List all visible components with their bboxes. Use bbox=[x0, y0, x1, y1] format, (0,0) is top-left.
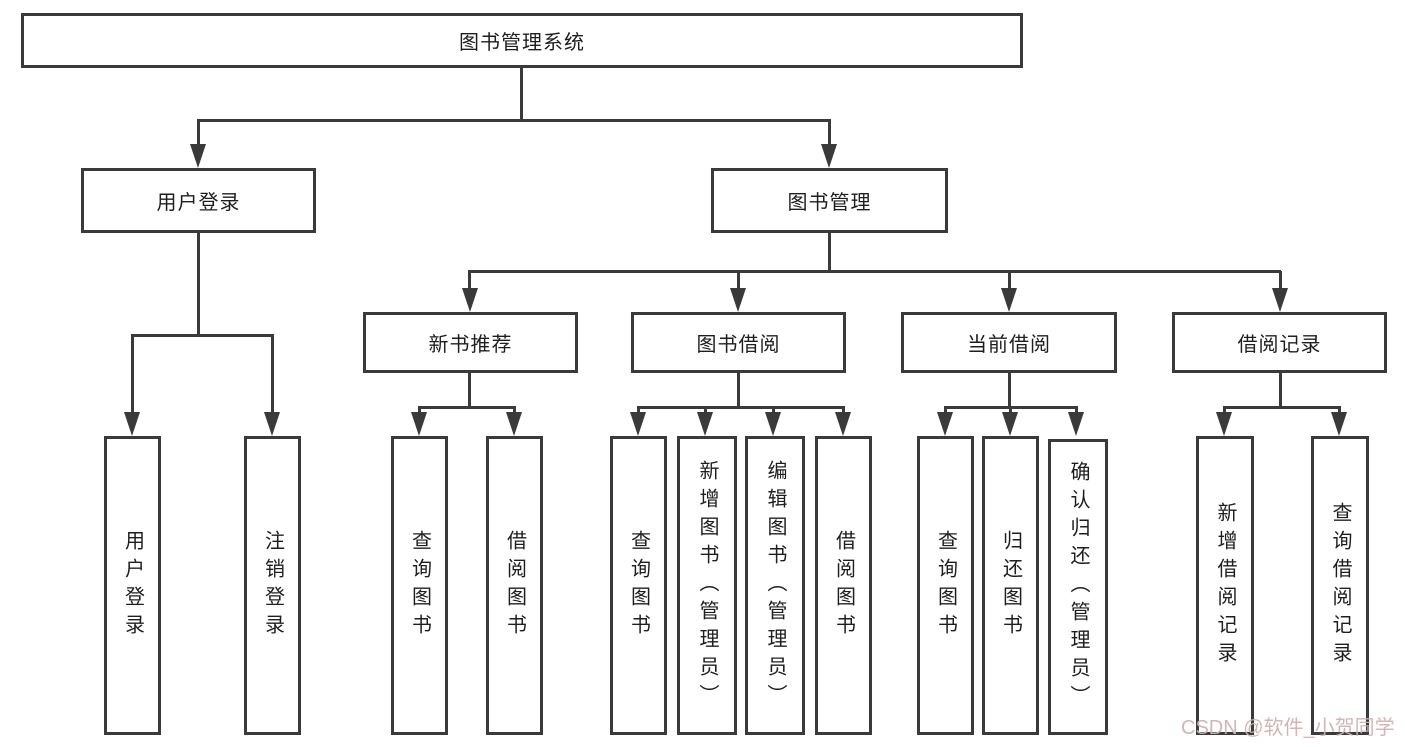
node-user-login: 用户登录 bbox=[81, 168, 316, 233]
node-borrowing-records: 借阅记录 bbox=[1172, 312, 1387, 373]
leaf-edit-books-admin: 编辑图书（管理员） bbox=[745, 436, 805, 735]
arrowhead-down bbox=[1216, 412, 1232, 436]
leaf-add-borrow-record: 新增借阅记录 bbox=[1196, 436, 1254, 735]
arrowhead-down bbox=[264, 412, 280, 436]
connector-branch bbox=[1223, 406, 1341, 409]
arrowhead-down bbox=[462, 288, 478, 312]
node-new-book-recommend: 新书推荐 bbox=[363, 312, 578, 373]
node-label: 用户登录 bbox=[156, 192, 241, 214]
arrowhead-down bbox=[1331, 412, 1347, 436]
arrowhead-down bbox=[730, 288, 746, 312]
node-label: 图书管理 bbox=[787, 192, 872, 214]
arrowhead-down bbox=[1001, 288, 1017, 312]
node-label: 新增图书（管理员） bbox=[696, 459, 718, 712]
connector-book-mgmt-branch bbox=[468, 270, 1281, 273]
arrowhead-down bbox=[630, 412, 646, 436]
node-book-management: 图书管理 bbox=[711, 168, 948, 233]
leaf-query-books: 查询图书 bbox=[610, 436, 667, 735]
arrowhead-down bbox=[697, 412, 713, 436]
node-current-borrowing: 当前借阅 bbox=[901, 312, 1117, 373]
node-label: 注销登录 bbox=[261, 529, 284, 642]
arrowhead-down bbox=[190, 144, 206, 168]
node-label: 查询借阅记录 bbox=[1329, 501, 1351, 670]
connector-shaft bbox=[131, 335, 134, 417]
node-label: 新书推荐 bbox=[428, 334, 513, 356]
connector-shaft bbox=[1008, 271, 1011, 293]
arrowhead-down bbox=[506, 412, 522, 436]
arrowhead-down bbox=[1068, 412, 1084, 436]
connector-stub bbox=[1008, 373, 1011, 409]
arrowhead-down bbox=[1002, 412, 1018, 436]
connector-branch bbox=[418, 406, 516, 409]
connector-book-mgmt-stub bbox=[828, 233, 831, 273]
node-book-borrowing: 图书借阅 bbox=[631, 312, 846, 373]
connector-branch bbox=[637, 406, 845, 409]
connector-shaft bbox=[197, 120, 200, 150]
node-label: 用户登录 bbox=[121, 529, 144, 642]
leaf-user-login: 用户登录 bbox=[104, 436, 161, 735]
connector-user-login-branch bbox=[131, 334, 274, 337]
node-label: 新增借阅记录 bbox=[1214, 501, 1236, 670]
connector-shaft bbox=[828, 120, 831, 150]
leaf-borrow-books: 借阅图书 bbox=[486, 436, 543, 735]
leaf-query-books: 查询图书 bbox=[917, 436, 974, 735]
node-label: 当前借阅 bbox=[967, 334, 1051, 356]
connector-shaft bbox=[1279, 271, 1282, 293]
node-label: 归还图书 bbox=[999, 529, 1022, 642]
connector-stub bbox=[468, 373, 471, 409]
connector-user-login-stub bbox=[197, 233, 200, 337]
leaf-confirm-return-admin: 确认归还（管理员） bbox=[1048, 439, 1108, 735]
leaf-borrow-books: 借阅图书 bbox=[815, 436, 872, 735]
leaf-add-books-admin: 新增图书（管理员） bbox=[677, 436, 737, 735]
leaf-logout-login: 注销登录 bbox=[244, 436, 301, 735]
arrowhead-down bbox=[411, 412, 427, 436]
arrowhead-down bbox=[765, 412, 781, 436]
node-label: 图书借阅 bbox=[696, 334, 781, 356]
connector-shaft bbox=[468, 271, 471, 293]
arrowhead-down bbox=[937, 412, 953, 436]
node-label: 图书管理系统 bbox=[459, 32, 585, 54]
leaf-query-books: 查询图书 bbox=[391, 436, 448, 735]
csdn-watermark: CSDN @软件_小贺同学 bbox=[1181, 717, 1395, 739]
node-label: 编辑图书（管理员） bbox=[764, 459, 786, 712]
node-label: 借阅记录 bbox=[1237, 334, 1322, 356]
connector-stub bbox=[737, 373, 740, 409]
connector-root-stub bbox=[520, 68, 523, 122]
connector-root-branch bbox=[197, 119, 831, 122]
arrowhead-down bbox=[821, 144, 837, 168]
node-label: 查询图书 bbox=[408, 529, 431, 642]
node-library-system: 图书管理系统 bbox=[21, 13, 1023, 68]
leaf-query-borrow-record: 查询借阅记录 bbox=[1311, 436, 1369, 735]
arrowhead-down bbox=[124, 412, 140, 436]
node-label: 借阅图书 bbox=[832, 529, 855, 642]
arrowhead-down bbox=[1272, 288, 1288, 312]
node-label: 查询图书 bbox=[934, 529, 957, 642]
connector-shaft bbox=[737, 271, 740, 293]
connector-stub bbox=[1279, 373, 1282, 409]
node-label: 查询图书 bbox=[627, 529, 650, 642]
leaf-return-books: 归还图书 bbox=[982, 436, 1039, 735]
connector-shaft bbox=[271, 335, 274, 417]
node-label: 确认归还（管理员） bbox=[1067, 461, 1089, 713]
arrowhead-down bbox=[835, 412, 851, 436]
node-label: 借阅图书 bbox=[503, 529, 526, 642]
